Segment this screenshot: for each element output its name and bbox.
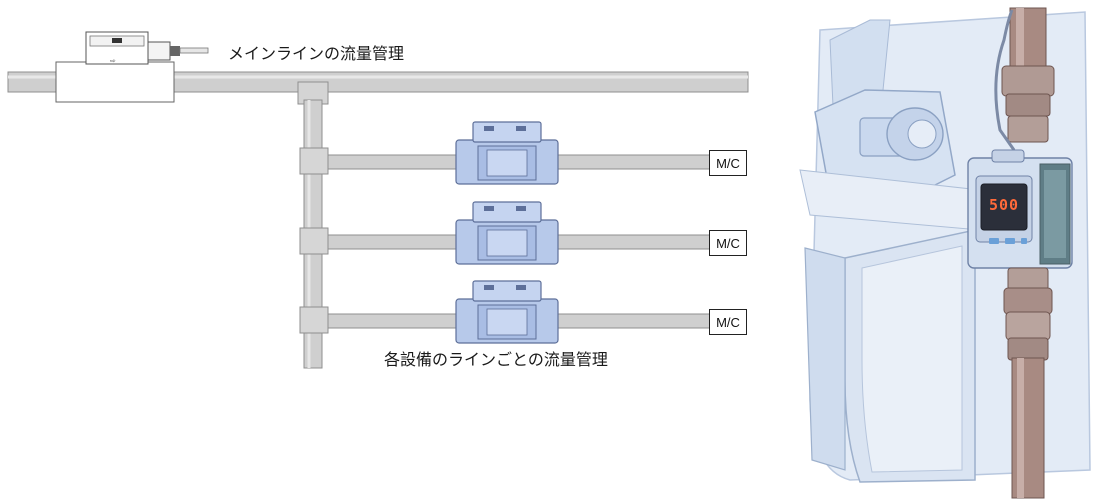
piping-diagram: ⇨: [7, 31, 749, 369]
equipment-line-label: 各設備のラインごとの流量管理: [384, 350, 608, 369]
machine-box-2: M/C: [709, 230, 747, 256]
svg-text:⇨: ⇨: [110, 57, 116, 65]
branch-flow-sensor-3: [455, 280, 559, 344]
machine-box-3: M/C: [709, 309, 747, 335]
branch-line-1: [299, 121, 711, 185]
copper-pipe-upper: [1009, 7, 1047, 71]
branch-line-3: [299, 280, 711, 344]
branch-flow-sensor-2: [455, 201, 559, 265]
machine-box-1: M/C: [709, 150, 747, 176]
installed-flow-sensor: [967, 149, 1073, 269]
copper-pipe-lower: [1011, 357, 1045, 499]
main-line-flow-sensor: ⇨: [55, 31, 209, 103]
branch-line-2: [299, 201, 711, 265]
branch-flow-sensor-1: [455, 121, 559, 185]
main-line-label: メインラインの流量管理: [228, 44, 405, 63]
sensor-display-reading: 500: [988, 196, 1020, 214]
installation-illustration: [799, 7, 1091, 499]
